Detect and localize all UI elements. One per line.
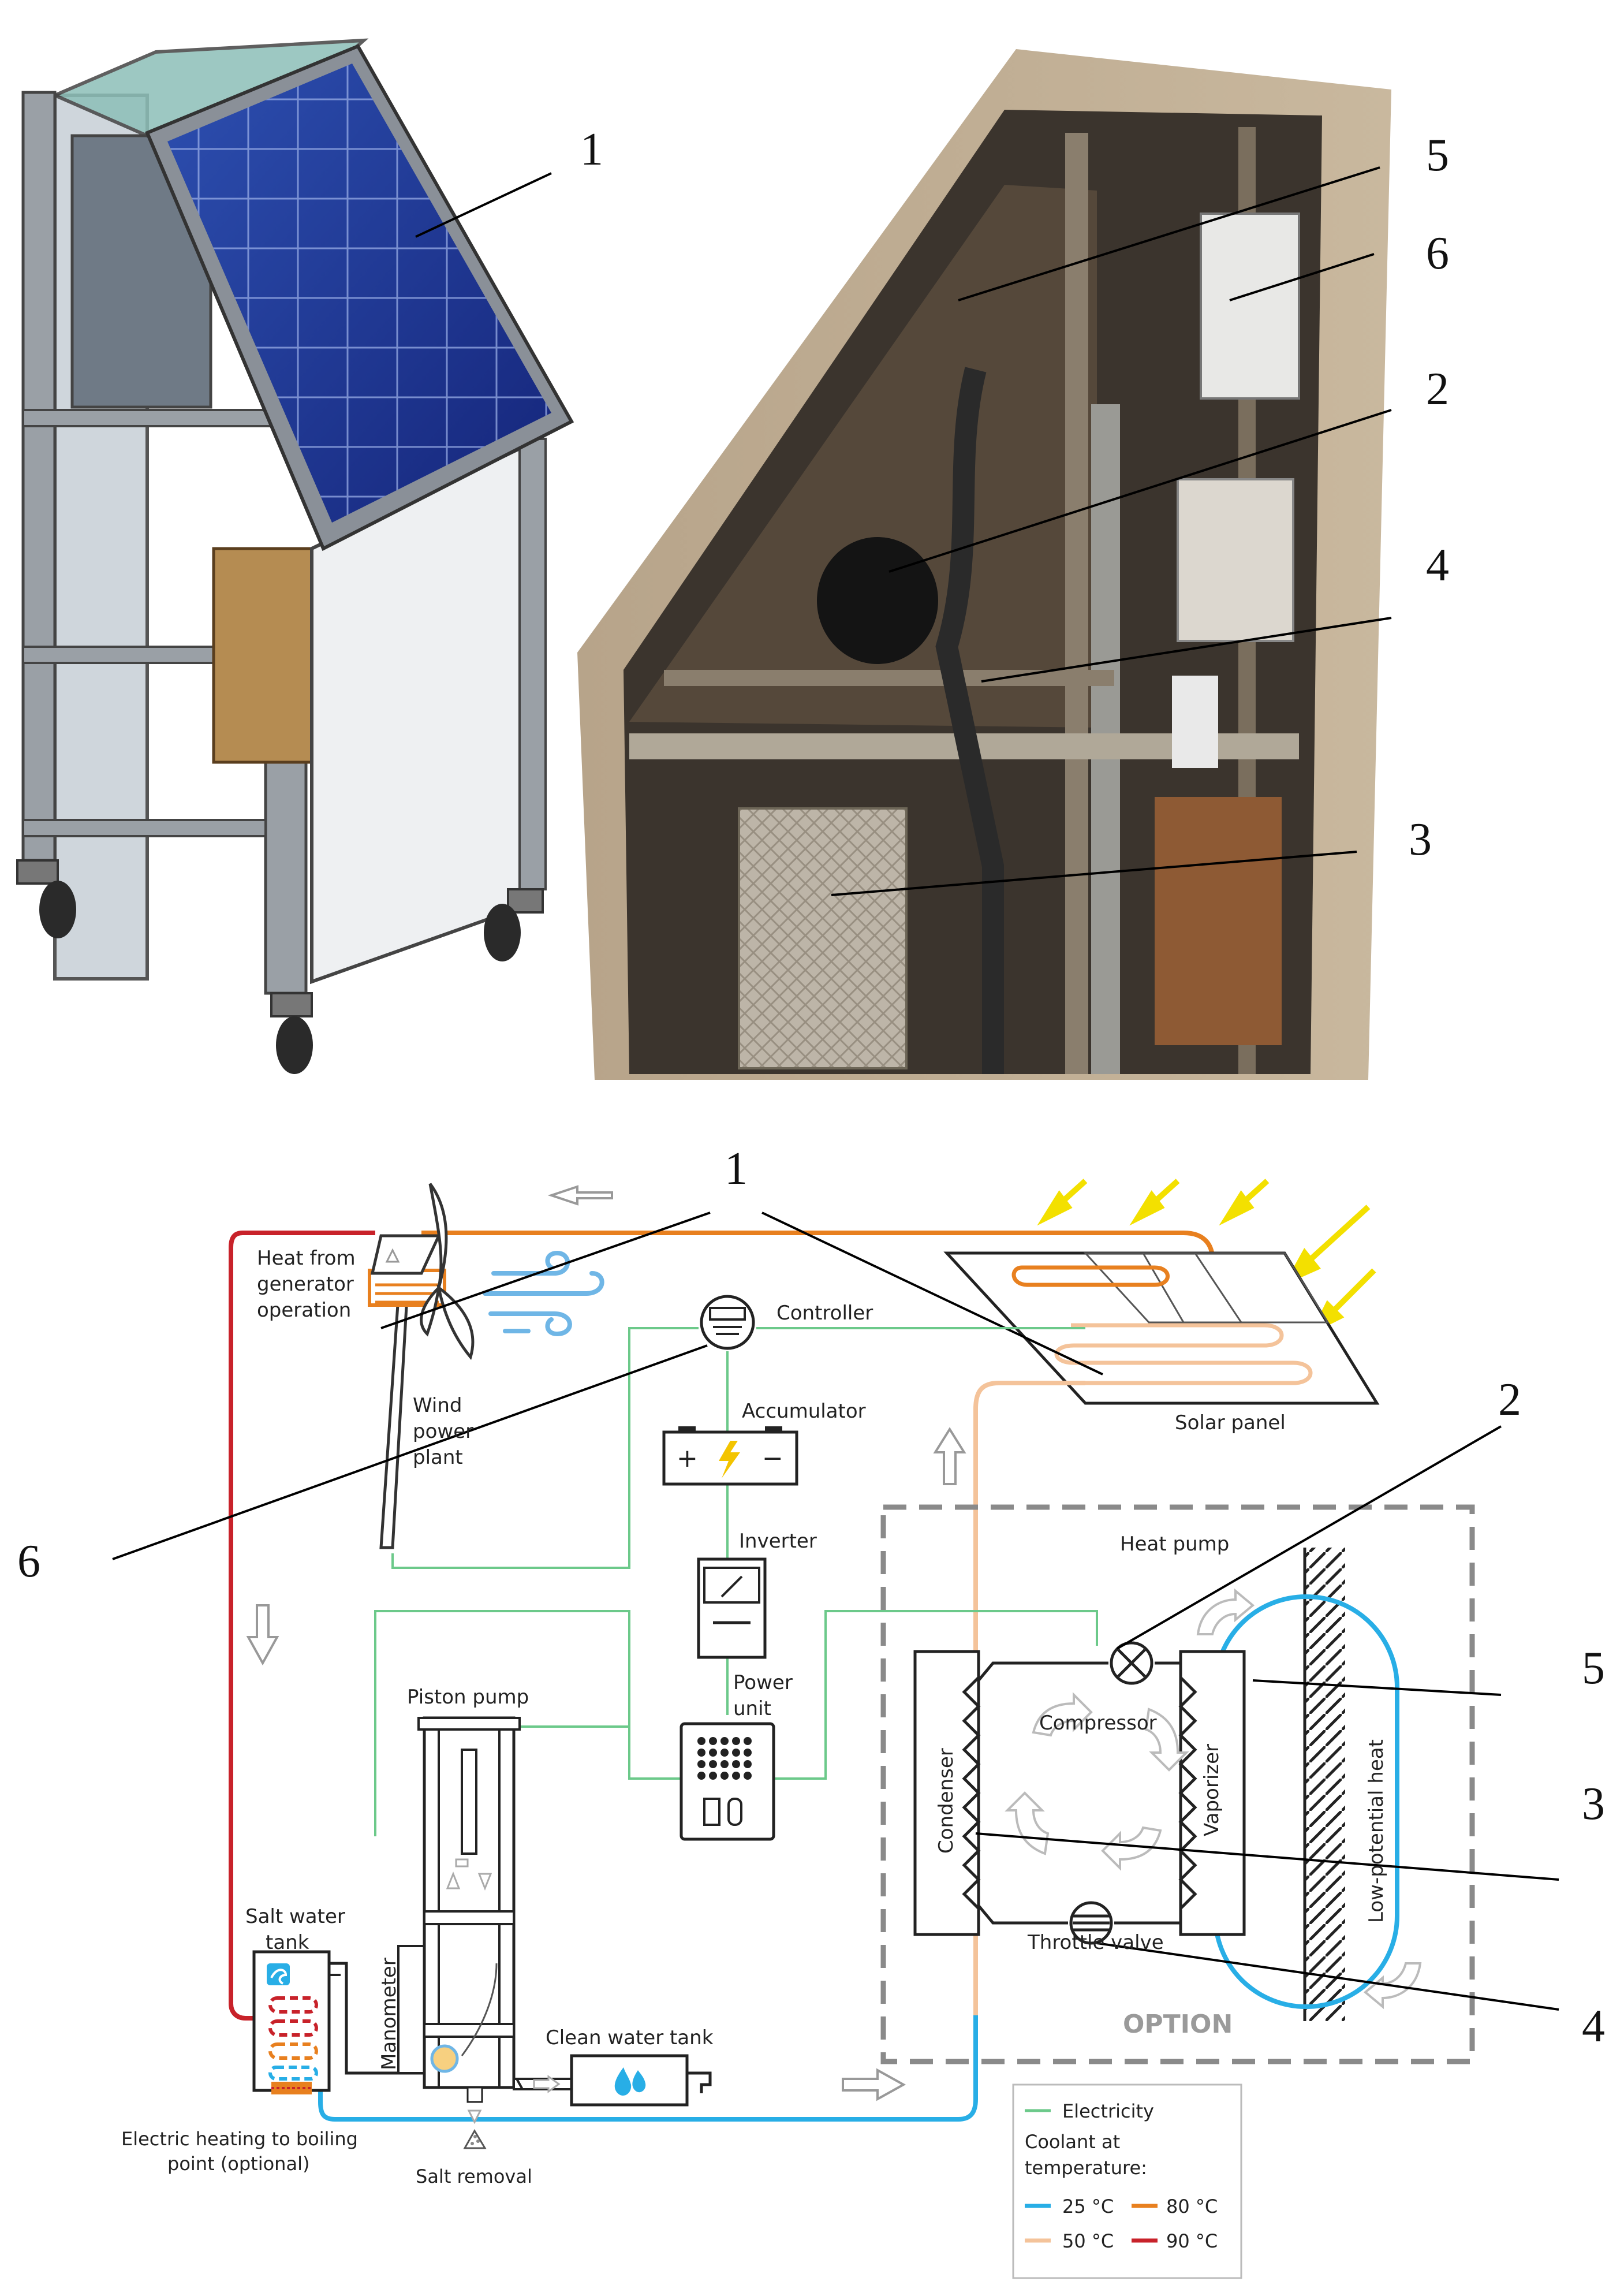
label-electric-heating-2: point (optional) xyxy=(167,2153,309,2175)
label-wind-power-plant-1: Wind xyxy=(413,1394,462,1417)
label-condenser: Condenser xyxy=(935,1748,958,1854)
legend-25c: 25 °C xyxy=(1062,2195,1114,2217)
sun-arrows-icon xyxy=(1037,1179,1376,1335)
callout-1-bottom: 1 xyxy=(725,1143,748,1194)
label-solar-panel: Solar panel xyxy=(1175,1411,1286,1434)
cycle-arrows-icon xyxy=(1005,1692,1189,1871)
label-vaporizer: Vaporizer xyxy=(1200,1744,1223,1836)
callout-3-top: 3 xyxy=(1409,814,1432,865)
legend-coolant-title-1: Coolant at xyxy=(1025,2131,1120,2153)
label-low-potential-heat: Low-potential heat xyxy=(1365,1739,1388,1923)
label-electric-heating-1: Electric heating to boiling xyxy=(121,2128,358,2150)
legend-90c: 90 °C xyxy=(1166,2230,1218,2252)
wind-icon xyxy=(483,1250,604,1337)
piston-pump-icon xyxy=(417,1716,521,2149)
electricity-wiring xyxy=(374,1327,1098,1836)
callout-2-bottom: 2 xyxy=(1498,1374,1521,1425)
svg-text:−: − xyxy=(762,1444,783,1473)
flow-arrow-right-icon xyxy=(842,2068,906,2101)
callout-3-bottom: 3 xyxy=(1582,1779,1605,1829)
label-option: OPTION xyxy=(1123,2010,1233,2039)
label-inverter: Inverter xyxy=(739,1530,817,1553)
inverter-icon xyxy=(697,1557,767,1659)
callout-5-bottom: 5 xyxy=(1582,1643,1605,1694)
render-3d-unit xyxy=(16,38,574,1074)
throttle-valve-icon xyxy=(1069,1901,1113,1945)
label-salt-water-tank-1: Salt water xyxy=(245,1905,345,1928)
legend-electricity: Electricity xyxy=(1062,2100,1154,2122)
label-heat-from-generator-3: operation xyxy=(257,1299,351,1322)
flow-arrow-up-icon xyxy=(933,1427,966,1485)
callout-4-bottom: 4 xyxy=(1582,2001,1605,2052)
flow-arrow-left-icon xyxy=(547,1185,613,1206)
label-controller: Controller xyxy=(776,1302,873,1325)
callout-2-top: 2 xyxy=(1426,364,1449,415)
label-accumulator: Accumulator xyxy=(742,1400,866,1423)
compressor-icon xyxy=(1110,1641,1153,1685)
label-manometer: Manometer xyxy=(378,1958,401,2070)
controller-icon xyxy=(700,1295,755,1350)
photo-interior xyxy=(577,49,1392,1080)
label-piston-pump: Piston pump xyxy=(407,1686,529,1709)
schematic: + − xyxy=(112,1179,1559,2279)
label-power-unit-2: unit xyxy=(733,1697,771,1720)
label-salt-water-tank-2: tank xyxy=(266,1931,309,1954)
label-heat-pump: Heat pump xyxy=(1120,1533,1229,1556)
label-throttle-valve: Throttle valve xyxy=(1027,1931,1164,1954)
callout-4-top: 4 xyxy=(1426,540,1449,591)
solar-panel-icon xyxy=(943,1251,1380,1405)
callout-6-bottom: 6 xyxy=(17,1536,40,1587)
callout-6-top: 6 xyxy=(1426,228,1449,279)
power-unit-icon xyxy=(680,1722,775,1841)
legend-80c: 80 °C xyxy=(1166,2195,1218,2217)
legend xyxy=(1012,2083,1242,2279)
label-power-unit-1: Power xyxy=(733,1671,793,1694)
callout-1-top: 1 xyxy=(580,124,603,175)
label-salt-removal: Salt removal xyxy=(416,2165,532,2187)
clean-water-tank-icon xyxy=(570,2054,712,2107)
wind-turbine-icon xyxy=(368,1183,475,1549)
label-compressor: Compressor xyxy=(1039,1712,1157,1735)
accumulator-icon: + − xyxy=(662,1426,798,1486)
salt-water-tank-icon xyxy=(252,1950,331,2094)
label-heat-from-generator-1: Heat from xyxy=(257,1247,356,1270)
label-wind-power-plant-3: plant xyxy=(413,1446,463,1469)
svg-text:+: + xyxy=(677,1444,698,1473)
label-clean-water-tank: Clean water tank xyxy=(546,2026,714,2049)
flow-arrow-down-icon xyxy=(246,1604,279,1666)
label-wind-power-plant-2: power xyxy=(413,1420,473,1443)
wheel-icon xyxy=(16,859,544,1074)
legend-50c: 50 °C xyxy=(1062,2230,1114,2252)
callout-5-top: 5 xyxy=(1426,130,1449,181)
label-heat-from-generator-2: generator xyxy=(257,1273,354,1296)
legend-coolant-title-2: temperature: xyxy=(1025,2157,1147,2179)
